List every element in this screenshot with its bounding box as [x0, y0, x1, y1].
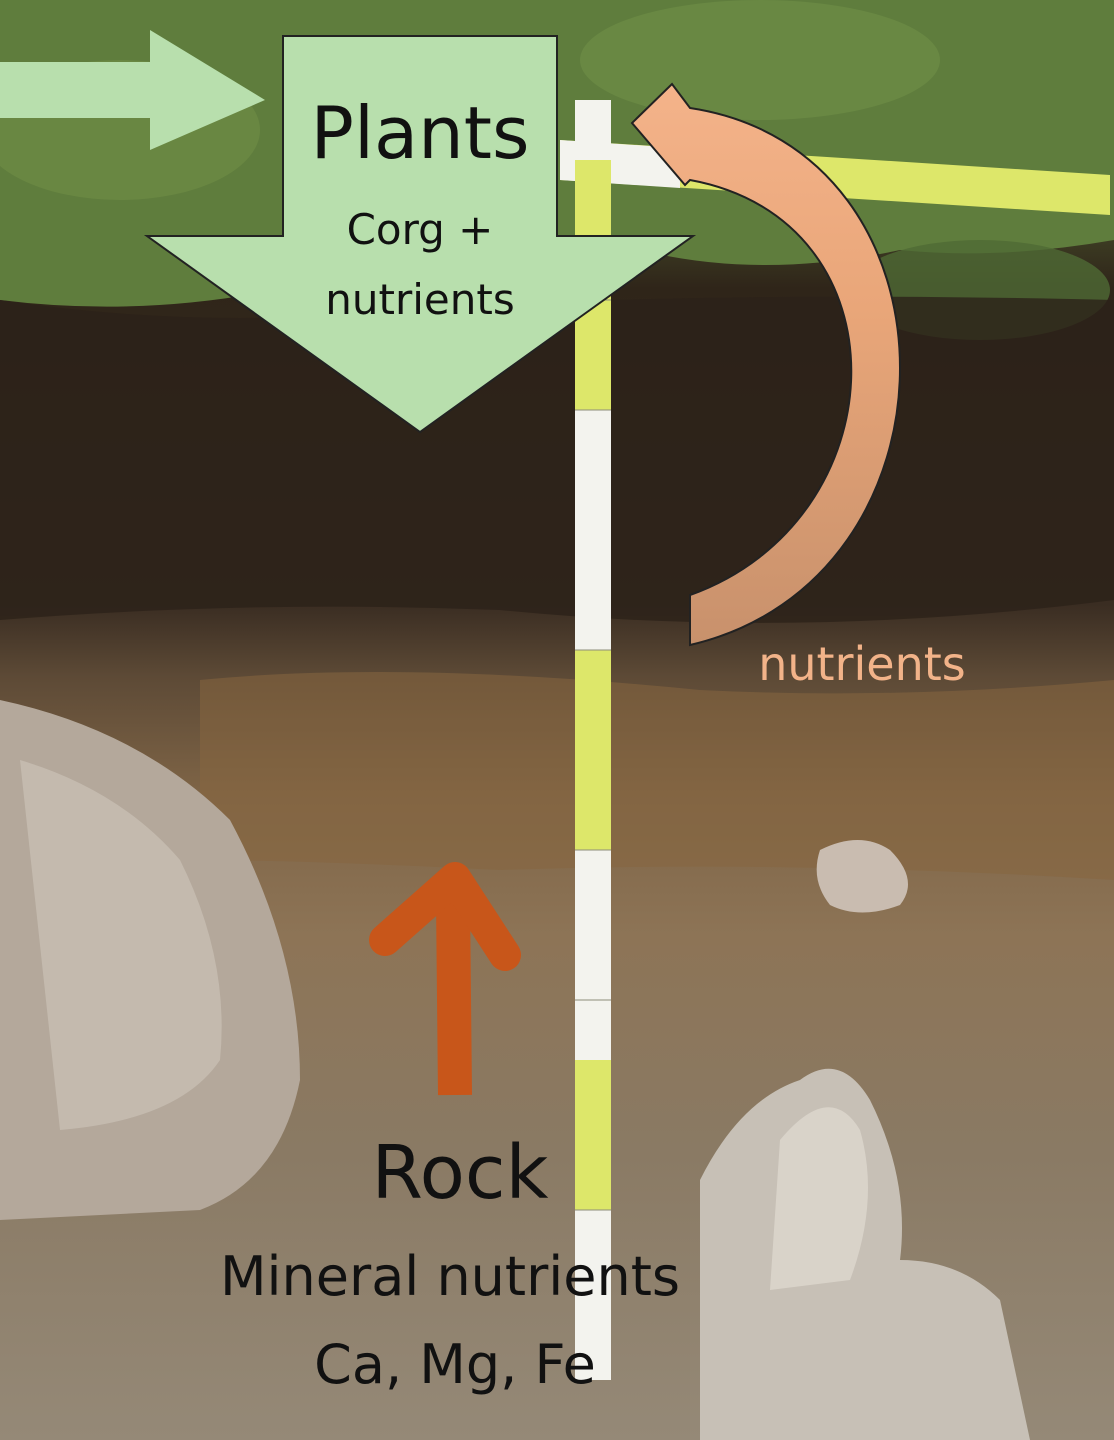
recycle-label: nutrients [758, 637, 966, 691]
plants-line2: nutrients [325, 275, 514, 324]
plants-line1: Corg + [347, 205, 494, 254]
dark-topsoil [0, 297, 1114, 623]
rock-line1: Mineral nutrients [220, 1245, 680, 1308]
subsoil-rust [200, 672, 1114, 880]
plants-title: Plants [311, 91, 530, 175]
rock-title: Rock [372, 1130, 549, 1216]
rock-line2: Ca, Mg, Fe [314, 1333, 596, 1396]
